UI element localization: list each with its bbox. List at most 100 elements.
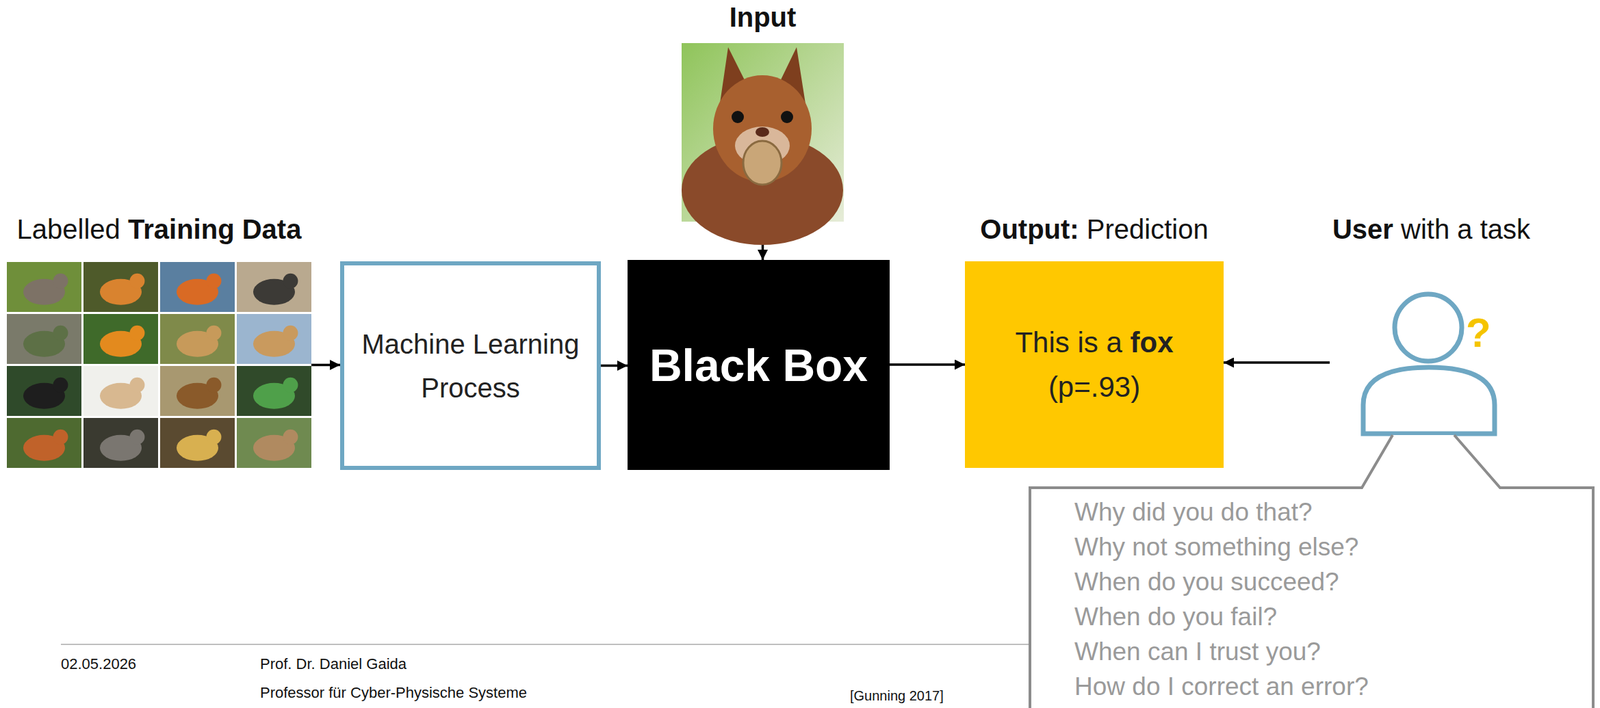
text-line: When can I trust you? (1074, 634, 1369, 670)
animal-photo (160, 262, 235, 313)
animal-head (130, 273, 146, 289)
node-text: Machine Learning Process (362, 329, 580, 404)
speech-bubble: Why did you do that? Why not something el… (1028, 487, 1595, 708)
bubble-outline (1029, 435, 1594, 708)
node-text: Why did you do that? (1074, 498, 1313, 527)
animal-photo (6, 262, 82, 313)
text-line: When do you fail? (1074, 599, 1369, 635)
animal-head (283, 429, 299, 445)
node-body: Why did you do that? Why not something el… (1074, 494, 1369, 705)
animal-head (130, 377, 146, 393)
node-text: How do I correct an error? (1074, 672, 1369, 701)
photo-ground (6, 314, 82, 365)
node-body: Black Box (649, 339, 868, 392)
animal-photo (160, 366, 235, 417)
node-heading: Input (729, 1, 797, 33)
node-text: When can I trust you? (1074, 637, 1321, 666)
node-text: (p=.93) (1048, 370, 1141, 404)
animal-photo (83, 418, 159, 469)
text-line: (p=.93) (1014, 364, 1173, 410)
node-text: Prediction (1086, 214, 1209, 245)
node-picture (681, 43, 844, 222)
animal-photo (83, 262, 159, 313)
node-text: This is a (1014, 326, 1122, 359)
text-line: Why did you do that? (1074, 494, 1369, 530)
animal-photo (236, 314, 312, 365)
node-body: This is afox (p=.93) (1014, 320, 1173, 410)
text-line: When do you succeed? (1074, 564, 1369, 600)
node-text: with a task (1400, 214, 1531, 245)
animal-photo (236, 262, 312, 313)
footer-rule (60, 643, 1029, 646)
animal-photo (236, 418, 312, 469)
squirrel-eye (731, 110, 744, 124)
animal-head (283, 273, 299, 289)
node-text: fox (1130, 326, 1174, 359)
photo-ground (160, 262, 235, 313)
bubble-fill (1029, 435, 1594, 708)
animal-photo (83, 366, 159, 417)
photo-ground (236, 418, 312, 469)
flow-arrow (889, 363, 965, 367)
photo-ground (236, 366, 312, 417)
animal-photo (236, 366, 312, 417)
animal-head (53, 325, 69, 341)
animal-head (206, 429, 222, 445)
animal-head (283, 325, 299, 341)
animal-head (53, 377, 69, 393)
animal-photo (6, 314, 82, 365)
input-image: Input (681, 43, 844, 222)
user-icon: Userwith a task (1329, 287, 1533, 438)
animal-photo (160, 314, 235, 365)
animal-head (206, 325, 222, 341)
photo-ground (83, 366, 159, 417)
node-text: Output: (979, 214, 1079, 245)
animal-head (283, 377, 299, 393)
photo-ground (160, 314, 235, 365)
footer-text: Prof. Dr. Daniel Gaida (260, 655, 407, 674)
text-line: Why not something else? (1074, 529, 1369, 565)
node-heading: Output:Prediction (979, 213, 1208, 245)
photo-ground (6, 262, 82, 313)
node-picture (6, 262, 312, 469)
photo-ground (236, 314, 312, 365)
training-images: LabelledTraining Data (6, 262, 312, 469)
animal-head (130, 325, 146, 341)
user-head (1394, 294, 1462, 362)
text-line: Machine Learning Process (354, 322, 588, 410)
animal-head (130, 429, 146, 445)
squirrel-nose (755, 127, 770, 137)
footer-text: Professor für Cyber-Physische Systeme (260, 684, 527, 703)
node-text: Labelled (17, 214, 121, 245)
flow-arrow (1223, 361, 1330, 365)
text-line: This is afox (1014, 320, 1173, 365)
node-picture (1329, 287, 1533, 438)
animal-photo (6, 418, 82, 469)
node-heading: LabelledTraining Data (17, 213, 302, 245)
photo-ground (83, 314, 159, 365)
photo-ground (160, 366, 235, 417)
photo-ground (236, 262, 312, 313)
photo-ground (83, 262, 159, 313)
photo-ground (6, 418, 82, 469)
animal-photo (83, 314, 159, 365)
prediction-box: Output:PredictionThis is afox(p=.93) (964, 261, 1224, 469)
node-heading: Userwith a task (1332, 213, 1531, 245)
animal-photo (6, 366, 82, 417)
flow-arrow (600, 364, 628, 368)
node-text: User (1332, 214, 1394, 245)
animal-photo (160, 418, 235, 469)
text-line: How do I correct an error? (1074, 669, 1369, 705)
node-text: Why not something else? (1074, 533, 1359, 562)
node-text: Input (729, 2, 797, 33)
question-mark: ? (1465, 309, 1492, 357)
photo-ground (160, 418, 235, 469)
black-box: Black Box (627, 260, 890, 471)
animal-head (206, 273, 222, 289)
squirrel-eye (780, 110, 794, 124)
photo-ground (83, 418, 159, 469)
footer-text: [Gunning 2017] (849, 688, 944, 705)
text-line: Black Box (649, 339, 868, 392)
user-shoulders (1363, 367, 1495, 434)
